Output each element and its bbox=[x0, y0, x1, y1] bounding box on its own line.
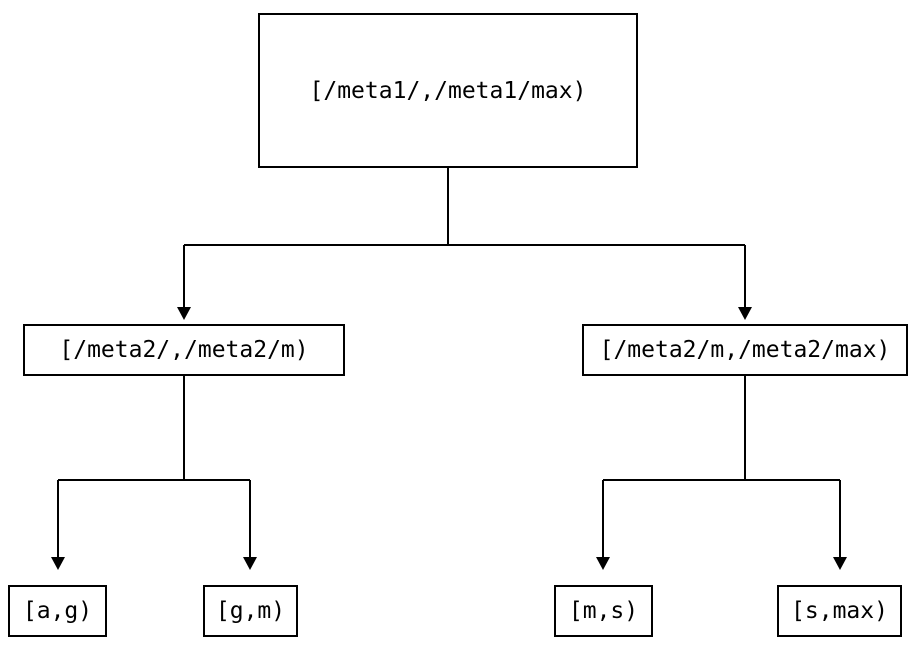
arrowhead-gm bbox=[243, 557, 257, 570]
arrowhead-ag bbox=[51, 557, 65, 570]
tree-node-left: [/meta2/,/meta2/m) bbox=[23, 324, 345, 376]
tree-node-right-label: [/meta2/m,/meta2/max) bbox=[599, 337, 891, 363]
arrowhead-ms bbox=[596, 557, 610, 570]
tree-node-leaf-ms-label: [m,s) bbox=[568, 598, 639, 624]
tree-node-leaf-ag-label: [a,g) bbox=[22, 598, 93, 624]
arrowhead-left-branch bbox=[177, 307, 191, 320]
tree-node-right: [/meta2/m,/meta2/max) bbox=[582, 324, 908, 376]
tree-node-leaf-gm-label: [g,m) bbox=[215, 598, 286, 624]
tree-node-leaf-smax-label: [s,max) bbox=[791, 598, 888, 624]
tree-node-leaf-ms: [m,s) bbox=[554, 585, 653, 637]
arrowhead-smax bbox=[833, 557, 847, 570]
tree-node-root: [/meta1/,/meta1/max) bbox=[258, 13, 638, 168]
tree-node-leaf-gm: [g,m) bbox=[203, 585, 298, 637]
tree-node-leaf-ag: [a,g) bbox=[8, 585, 107, 637]
arrowhead-right-branch bbox=[738, 307, 752, 320]
tree-node-root-label: [/meta1/,/meta1/max) bbox=[309, 77, 587, 104]
tree-node-leaf-smax: [s,max) bbox=[777, 585, 902, 637]
tree-node-left-label: [/meta2/,/meta2/m) bbox=[59, 337, 309, 363]
